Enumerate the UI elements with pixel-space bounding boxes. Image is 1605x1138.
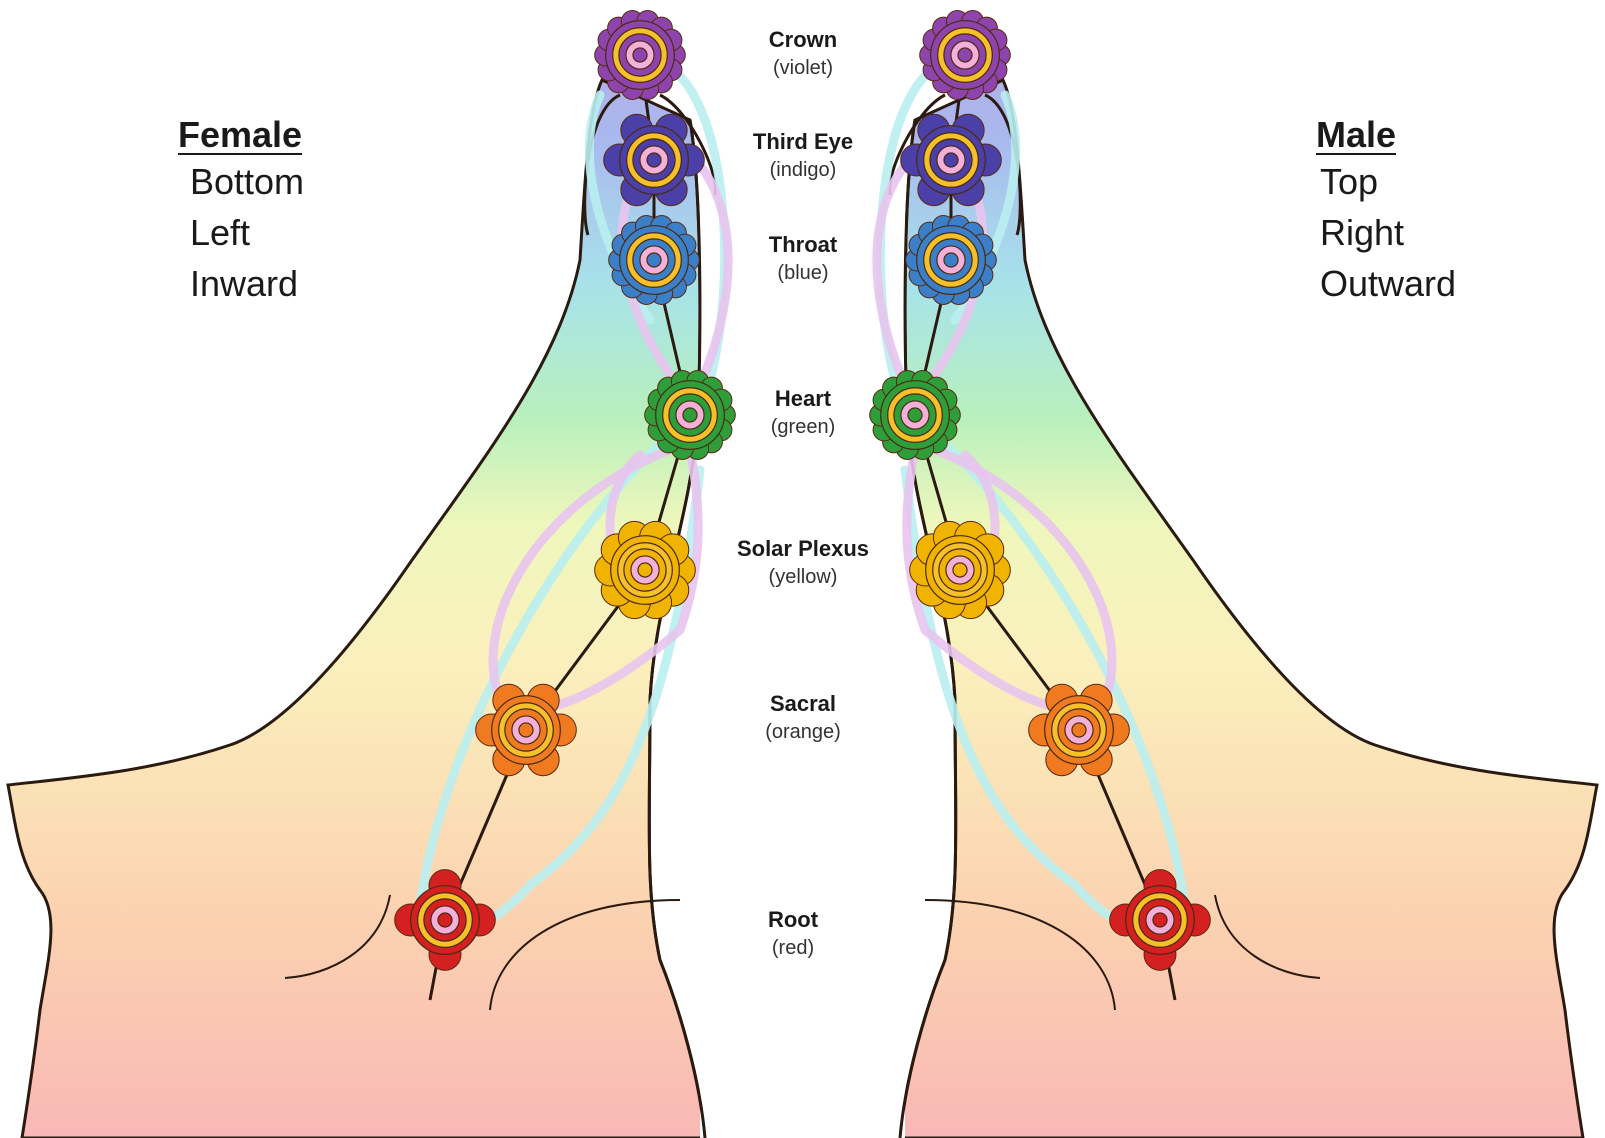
female-chakra-crown-icon (595, 11, 686, 100)
chakra-color-name: (indigo) (693, 156, 913, 184)
chakra-name: Root (683, 906, 903, 934)
chakra-color-name: (yellow) (693, 563, 913, 591)
chakra-label-root: Root (red) (683, 906, 903, 962)
male-chakra-throat-icon (906, 216, 997, 305)
chakra-name: Throat (693, 231, 913, 259)
chakra-color-name: (violet) (693, 54, 913, 82)
chakra-label-sacral: Sacral (orange) (693, 690, 913, 746)
male-legend-item: Outward (1320, 258, 1456, 309)
female-legend-title: Female (178, 114, 304, 156)
male-legend-item: Right (1320, 207, 1456, 258)
chakra-color-name: (orange) (693, 718, 913, 746)
female-chakra-throat-icon (609, 216, 700, 305)
chakra-name: Crown (693, 26, 913, 54)
chakra-color-name: (red) (683, 934, 903, 962)
female-body-silhouette (8, 80, 705, 1138)
female-legend-item: Inward (190, 258, 304, 309)
female-legend-item: Left (190, 207, 304, 258)
chakra-label-throat: Throat (blue) (693, 231, 913, 287)
female-chakra-solar-plexus-icon (595, 521, 696, 618)
male-legend: Male Top Right Outward (1320, 114, 1456, 309)
chakra-label-third-eye: Third Eye (indigo) (693, 128, 913, 184)
male-legend-title: Male (1316, 114, 1456, 156)
male-body-silhouette (900, 80, 1597, 1138)
male-chakra-solar-plexus-icon (910, 521, 1011, 618)
male-legend-item: Top (1320, 156, 1456, 207)
chakra-name: Third Eye (693, 128, 913, 156)
chakra-color-name: (green) (693, 413, 913, 441)
chakra-label-solar-plexus: Solar Plexus (yellow) (693, 535, 913, 591)
chakra-name: Sacral (693, 690, 913, 718)
chakra-name: Heart (693, 385, 913, 413)
male-chakra-crown-icon (920, 11, 1011, 100)
chakra-name: Solar Plexus (693, 535, 913, 563)
female-legend-item: Bottom (190, 156, 304, 207)
chakra-label-heart: Heart (green) (693, 385, 913, 441)
chakra-color-name: (blue) (693, 259, 913, 287)
chakra-label-crown: Crown (violet) (693, 26, 913, 82)
female-legend: Female Bottom Left Inward (190, 114, 304, 309)
